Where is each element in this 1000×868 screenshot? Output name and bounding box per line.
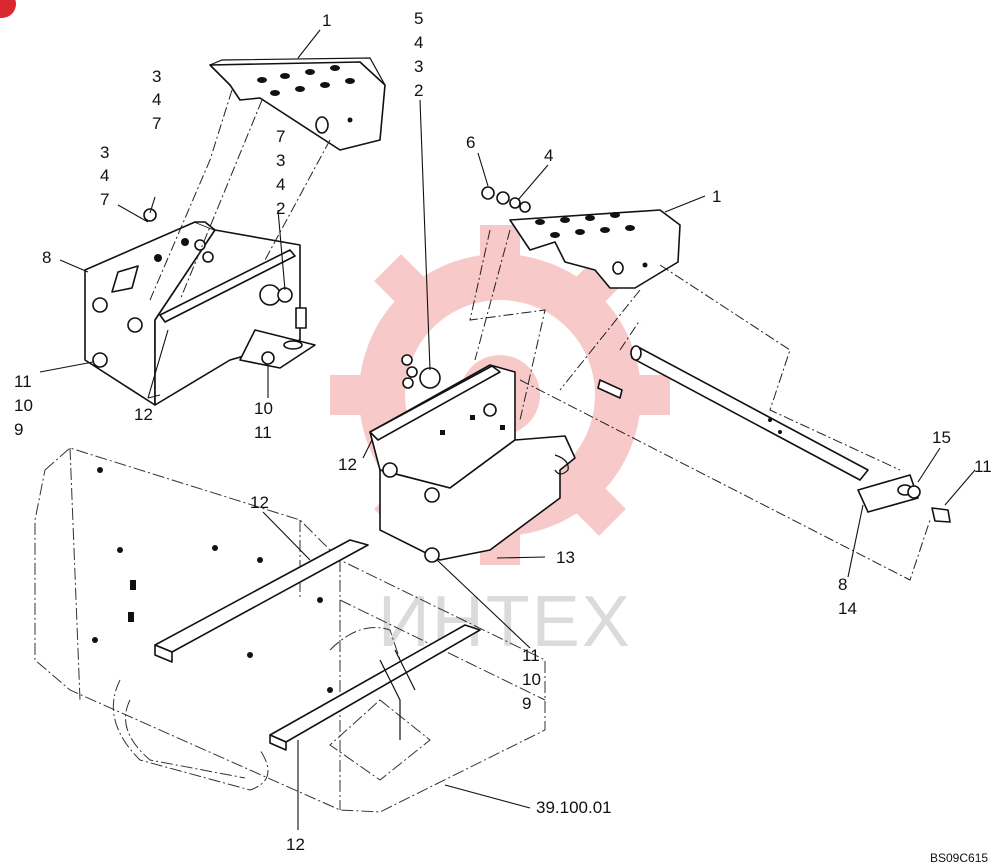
label-7: 7	[152, 114, 161, 133]
label-15: 15	[932, 428, 951, 447]
label-10: 10	[14, 396, 33, 415]
label-6: 6	[466, 133, 475, 152]
label-11: 11	[974, 457, 992, 476]
label-8: 8	[838, 575, 847, 594]
reference-label: 39.100.01	[536, 798, 612, 817]
lower-rail-left	[154, 539, 369, 663]
label-12: 12	[250, 493, 269, 512]
label-1-right: 1	[712, 187, 721, 206]
label-8: 8	[42, 248, 51, 267]
label-11: 11	[254, 423, 272, 442]
label-1-top: 1	[322, 11, 331, 30]
label-3: 3	[414, 57, 423, 76]
left-bracket-assembly	[84, 208, 316, 406]
label-2: 2	[276, 199, 285, 218]
label-9: 9	[522, 694, 531, 713]
label-12: 12	[338, 455, 357, 474]
label-4: 4	[544, 146, 553, 165]
label-11: 11	[522, 646, 540, 665]
part-labels: 1 3 4 7 3 4 7 7 3 4 2 8 11 10 9 12 10 11…	[14, 9, 992, 865]
label-7: 7	[276, 127, 285, 146]
bolt-11-right	[931, 507, 951, 523]
label-4: 4	[152, 90, 161, 109]
label-9: 9	[14, 420, 23, 439]
label-3: 3	[100, 143, 109, 162]
watermark-text: ИНТЕХ	[378, 582, 632, 662]
label-4: 4	[414, 33, 423, 52]
label-10: 10	[254, 399, 273, 418]
label-14: 14	[838, 599, 857, 618]
label-2: 2	[414, 81, 423, 100]
bolt-center	[597, 379, 623, 399]
chassis-frame	[34, 447, 546, 813]
center-bracket	[369, 354, 576, 563]
left-step-plate	[209, 57, 386, 151]
corner-badge-icon	[0, 0, 16, 18]
label-12: 12	[286, 835, 305, 854]
label-3: 3	[276, 151, 285, 170]
label-10: 10	[522, 670, 541, 689]
drawing-code: BS09C615	[930, 851, 988, 865]
lower-rail-right	[269, 624, 481, 751]
leader-lines	[39, 29, 976, 830]
label-7: 7	[100, 190, 109, 209]
label-3: 3	[152, 67, 161, 86]
label-4: 4	[276, 175, 285, 194]
label-13: 13	[556, 548, 575, 567]
label-5: 5	[414, 9, 423, 28]
label-4: 4	[100, 166, 109, 185]
label-12: 12	[134, 405, 153, 424]
pivot-shaft	[630, 345, 921, 513]
label-11: 11	[14, 372, 32, 391]
right-step-plate	[481, 186, 681, 289]
